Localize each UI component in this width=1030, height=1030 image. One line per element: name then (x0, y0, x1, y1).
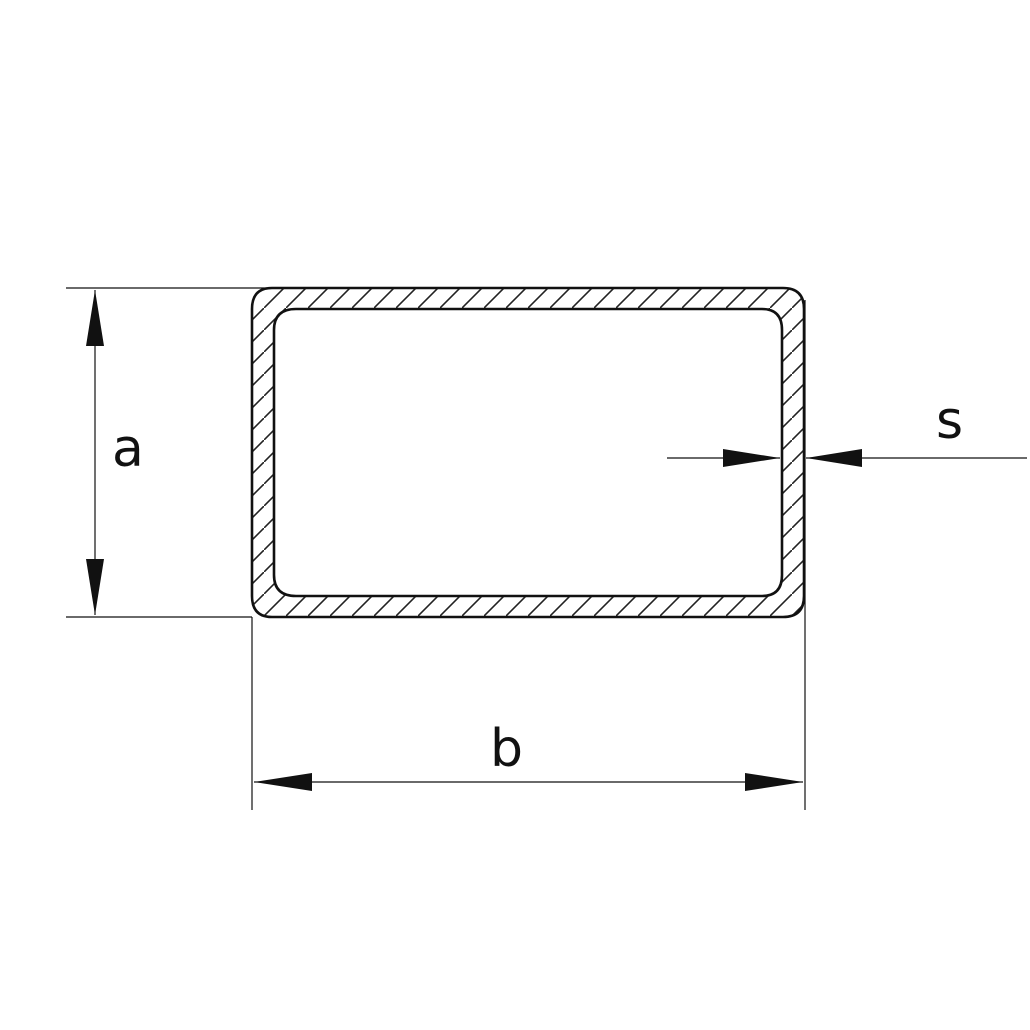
arrowhead-right-icon (723, 449, 780, 467)
outer-contour (250, 286, 806, 619)
arrowhead-down-icon (86, 559, 104, 615)
arrowhead-left-icon (254, 773, 312, 791)
dimension-a: a (66, 287, 272, 618)
arrowhead-right-icon (745, 773, 803, 791)
dimension-s: s (667, 391, 1027, 467)
label-b: b (490, 719, 523, 779)
arrowhead-up-icon (86, 290, 104, 346)
label-s: s (936, 391, 963, 451)
label-a: a (112, 419, 144, 479)
inner-contour (272, 307, 784, 598)
arrowhead-left-icon (806, 449, 862, 467)
dimension-b: b (251, 300, 806, 810)
